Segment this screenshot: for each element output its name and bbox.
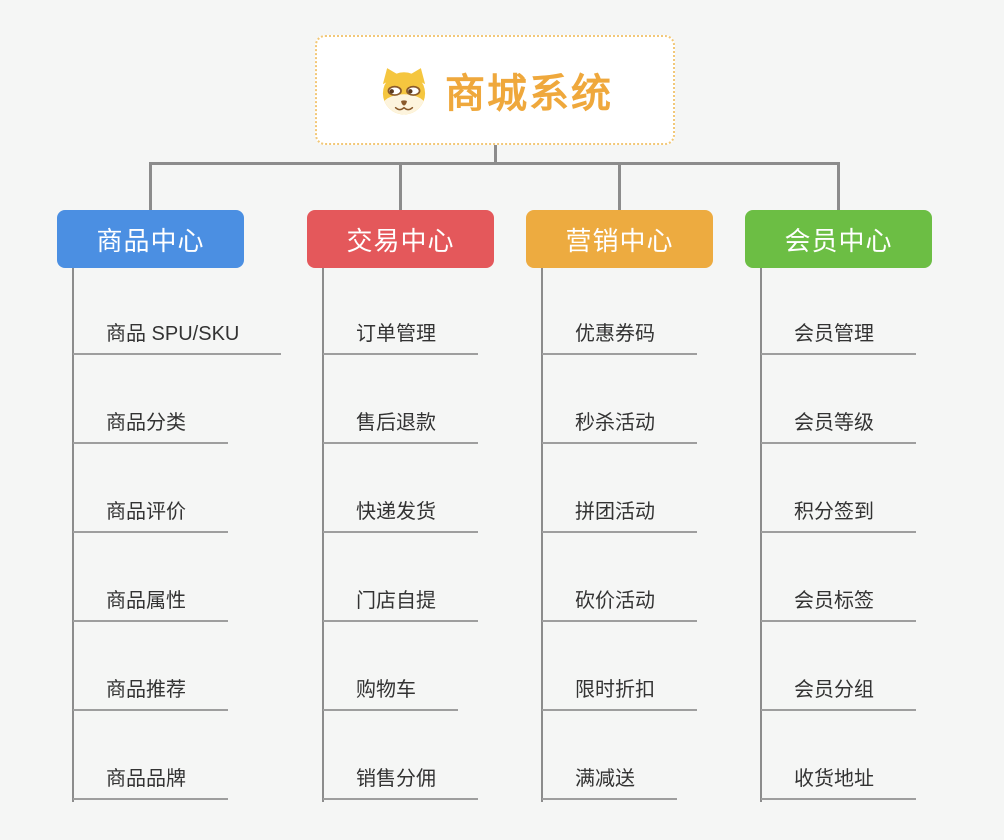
branch-group-marketing: 营销中心 优惠券码 秒杀活动 拼团活动 砍价活动 限时折扣 满减送 (526, 210, 806, 825)
leaf-node[interactable]: 销售分佣 (323, 767, 478, 800)
leaf-node[interactable]: 砍价活动 (542, 589, 697, 622)
connector-drop-3 (837, 162, 840, 210)
dog-face-icon (382, 68, 426, 115)
leaf-node[interactable]: 购物车 (323, 678, 458, 711)
leaf-node[interactable]: 商品推荐 (73, 678, 228, 711)
connector-trunk (760, 268, 762, 802)
leaf-node[interactable]: 会员标签 (761, 589, 916, 622)
leaf-node[interactable]: 限时折扣 (542, 678, 697, 711)
branch-group-trade: 交易中心 订单管理 售后退款 快递发货 门店自提 购物车 销售分佣 (307, 210, 587, 825)
connector-drop-2 (618, 162, 621, 210)
branch-group-products: 商品中心 商品 SPU/SKU 商品分类 商品评价 商品属性 商品推荐 商品品牌 (57, 210, 337, 825)
leaf-node[interactable]: 会员分组 (761, 678, 916, 711)
connector-horizontal (149, 162, 840, 165)
root-node[interactable]: 商城系统 (315, 35, 675, 145)
leaf-node[interactable]: 会员管理 (761, 322, 916, 355)
leaf-node[interactable]: 秒杀活动 (542, 411, 697, 444)
leaf-node[interactable]: 商品品牌 (73, 767, 228, 800)
branch-node-products[interactable]: 商品中心 (57, 210, 244, 268)
leaf-node[interactable]: 售后退款 (323, 411, 478, 444)
leaf-node[interactable]: 快递发货 (323, 500, 478, 533)
connector-drop-0 (149, 162, 152, 210)
leaf-node[interactable]: 满减送 (542, 767, 677, 800)
leaf-node[interactable]: 商品 SPU/SKU (73, 322, 282, 355)
branch-node-members[interactable]: 会员中心 (745, 210, 932, 268)
leaf-node[interactable]: 订单管理 (323, 322, 478, 355)
connector-trunk (322, 268, 324, 802)
branch-node-marketing[interactable]: 营销中心 (526, 210, 713, 268)
branch-node-trade[interactable]: 交易中心 (307, 210, 494, 268)
connector-drop-1 (399, 162, 402, 210)
leaf-node[interactable]: 优惠券码 (542, 322, 697, 355)
leaf-node[interactable]: 积分签到 (761, 500, 916, 533)
branch-group-members: 会员中心 会员管理 会员等级 积分签到 会员标签 会员分组 收货地址 (745, 210, 1004, 825)
leaf-node[interactable]: 会员等级 (761, 411, 916, 444)
leaf-node[interactable]: 商品评价 (73, 500, 228, 533)
root-node-title: 商城系统 (445, 72, 613, 116)
leaf-node[interactable]: 拼团活动 (542, 500, 697, 533)
leaf-node[interactable]: 商品分类 (73, 411, 228, 444)
connector-trunk (72, 268, 74, 802)
connector-trunk (541, 268, 543, 802)
leaf-node[interactable]: 收货地址 (761, 767, 916, 800)
leaf-node[interactable]: 门店自提 (323, 589, 478, 622)
leaf-node[interactable]: 商品属性 (73, 589, 228, 622)
connector-root-stem (494, 145, 497, 163)
